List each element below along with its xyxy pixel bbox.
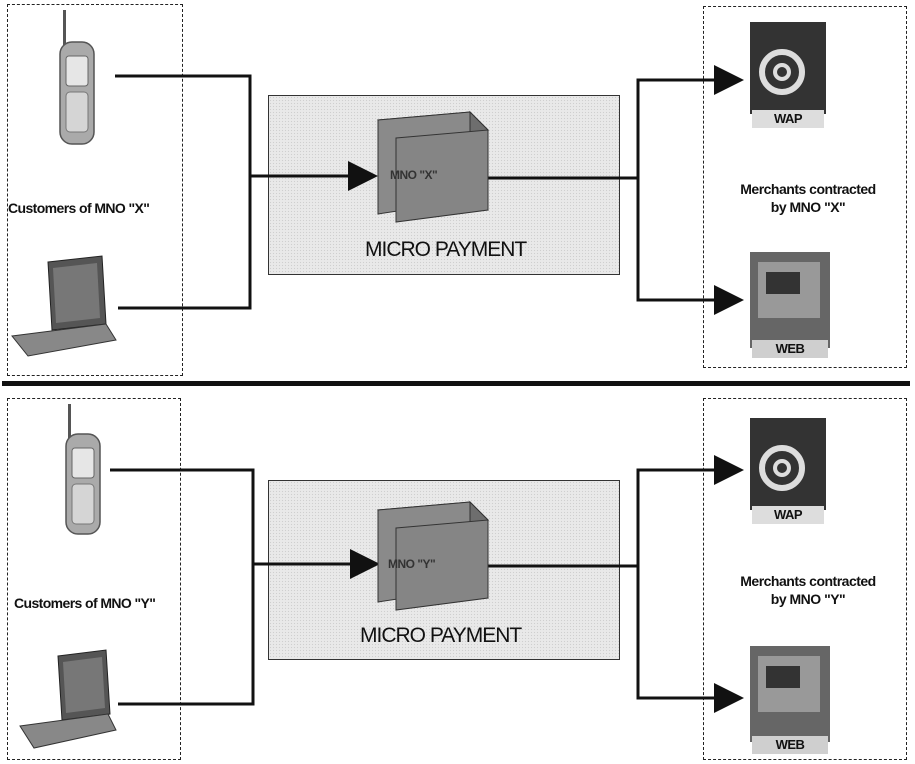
micro-payment-label-x: MICRO PAYMENT	[365, 238, 527, 261]
wap-label-y: WAP	[773, 507, 803, 522]
merchants-box-y	[703, 398, 907, 760]
merchants-line2-x: by MNO "X"	[770, 199, 846, 215]
merchants-line1-y: Merchants contracted	[740, 573, 876, 589]
customers-label-y: Customers of MNO "Y"	[14, 595, 156, 611]
wap-label-x: WAP	[773, 111, 803, 126]
panel-divider	[2, 381, 910, 386]
web-label-x: WEB	[775, 341, 805, 356]
web-label-y: WEB	[775, 737, 805, 752]
operator-label-x: MNO "X"	[390, 168, 438, 182]
merchants-box-x	[703, 6, 907, 368]
merchants-line1-x: Merchants contracted	[740, 181, 876, 197]
operator-label-y: MNO "Y"	[388, 557, 436, 571]
micro-payment-label-y: MICRO PAYMENT	[360, 624, 522, 647]
merchants-label-y: Merchants contracted by MNO "Y"	[708, 572, 908, 608]
merchants-line2-y: by MNO "Y"	[770, 591, 846, 607]
customers-label-x: Customers of MNO "X"	[8, 200, 150, 216]
customers-box-x	[7, 4, 183, 376]
customers-box-y	[7, 398, 181, 760]
merchants-label-x: Merchants contracted by MNO "X"	[708, 180, 908, 216]
